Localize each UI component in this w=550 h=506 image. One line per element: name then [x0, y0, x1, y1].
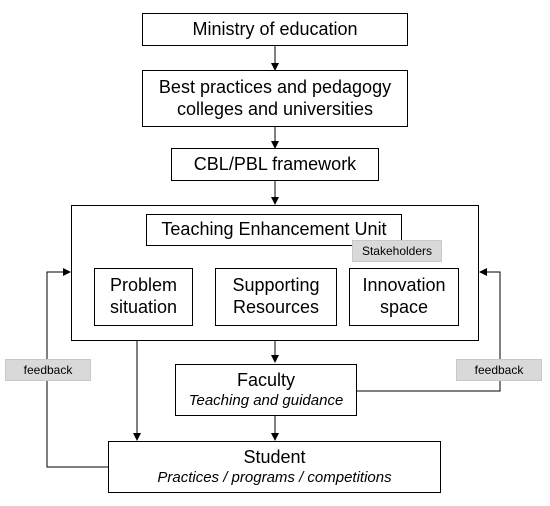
feedback-loop-right — [357, 268, 501, 392]
student-title: Student — [243, 447, 306, 468]
problem-situation-box: Problem situation — [94, 268, 193, 326]
faculty-title: Faculty — [236, 370, 296, 391]
stakeholders-tag: Stakeholders — [352, 240, 442, 262]
faculty-box: Faculty Teaching and guidance — [175, 364, 357, 416]
ministry-label: Ministry of education — [192, 18, 358, 39]
feedback-left-tag: feedback — [5, 359, 91, 381]
framework-box: CBL/PBL framework — [171, 148, 379, 181]
best-practices-box: Best practices and pedagogy colleges and… — [142, 70, 408, 127]
stakeholders-label: Stakeholders — [361, 244, 433, 258]
teaching-enhancement-unit-box: Teaching Enhancement Unit — [146, 214, 402, 246]
feedback-right-label: feedback — [474, 363, 524, 377]
best-practices-line1: Best practices and pedagogy — [158, 76, 392, 97]
resources-line1: Supporting — [232, 275, 320, 296]
student-box: Student Practices / programs / competiti… — [108, 441, 441, 493]
innovation-space-box: Innovation space — [349, 268, 459, 326]
problem-line2: situation — [109, 297, 178, 317]
feedback-left-label: feedback — [23, 363, 73, 377]
problem-line1: Problem — [109, 275, 178, 296]
student-subtitle: Practices / programs / competitions — [157, 468, 392, 486]
best-practices-line2: colleges and universities — [176, 98, 374, 119]
teaching-enhancement-unit-label: Teaching Enhancement Unit — [161, 219, 387, 240]
ministry-box: Ministry of education — [142, 13, 408, 46]
resources-line2: Resources — [232, 297, 320, 317]
supporting-resources-box: Supporting Resources — [215, 268, 337, 326]
framework-label: CBL/PBL framework — [193, 153, 357, 174]
faculty-subtitle: Teaching and guidance — [188, 391, 344, 409]
innovation-line2: space — [379, 297, 429, 317]
feedback-right-tag: feedback — [456, 359, 542, 381]
innovation-line1: Innovation — [362, 275, 446, 296]
